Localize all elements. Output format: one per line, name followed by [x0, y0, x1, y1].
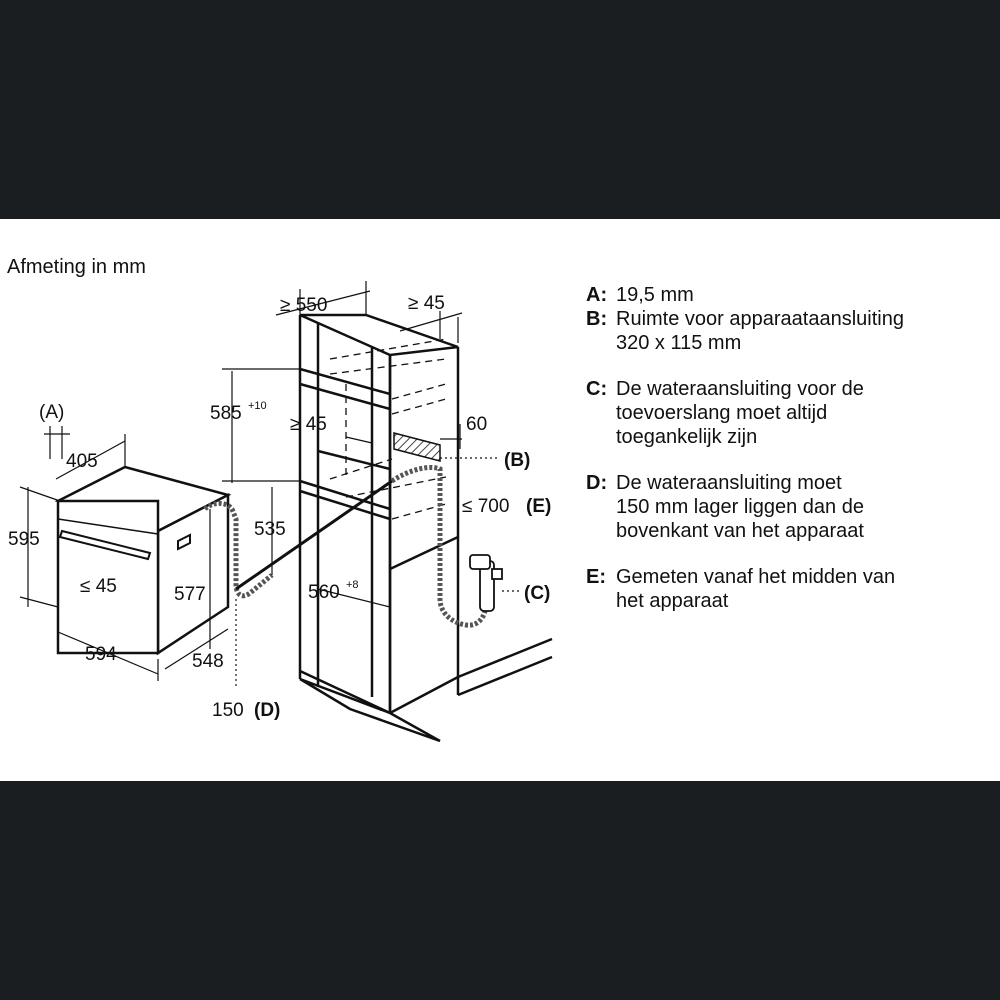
dim-45-mid: ≥ 45 [290, 414, 327, 435]
dim-594: 594 [85, 644, 117, 665]
connection-space-b [393, 432, 441, 462]
leader-lines [440, 457, 520, 592]
legend-key: A: [586, 284, 608, 306]
dim-45-top: ≥ 45 [408, 293, 445, 314]
legend-text: Gemeten vanaf het midden van het apparaa… [616, 566, 896, 612]
appliance-handle [58, 529, 191, 561]
bottom-dark-band [0, 781, 1000, 1000]
legend-item-c: C: De wateraansluiting voor de toevoersl… [586, 377, 986, 449]
water-hose-cabinet [390, 465, 489, 628]
legend-item-d: D: De wateraansluiting moet 150 mm lager… [586, 471, 986, 543]
cabinet-dimension-lines [222, 281, 463, 608]
diagram-title: Afmeting in mm [7, 256, 146, 278]
dim-700: ≤ 700 [462, 496, 509, 517]
dim-585: 585 [210, 403, 242, 424]
installation-drawing: (A) 405 595 ≤ 45 594 577 548 535 150 (D)… [8, 281, 553, 743]
dim-550: ≥ 550 [280, 295, 327, 316]
label-e: (E) [526, 496, 551, 517]
dim-405: 405 [66, 451, 98, 472]
legend-key: D: [586, 472, 608, 494]
water-tap-c [469, 554, 503, 612]
dim-535: 535 [254, 519, 286, 540]
legend-text: Ruimte voor apparaataansluiting 320 x 11… [616, 308, 904, 354]
label-d: (D) [254, 700, 280, 721]
dim-548: 548 [192, 651, 224, 672]
dim-577: 577 [174, 584, 206, 605]
installation-diagram-panel: Afmeting in mm [0, 219, 1000, 781]
dim-560: 560 [308, 582, 340, 603]
connection-rod [235, 479, 393, 591]
legend-text: De wateraansluiting voor de toevoerslang… [616, 378, 864, 448]
legend-item-a: A: 19,5 mm [586, 283, 986, 307]
legend-key: E: [586, 566, 606, 588]
appliance-body [54, 465, 232, 656]
legend-key: B: [586, 308, 608, 330]
dim-150: 150 [212, 700, 244, 721]
dim-560-tolerance: +8 [346, 579, 359, 591]
installation-cabinet [298, 313, 553, 743]
dim-45-door: ≤ 45 [80, 576, 117, 597]
legend-item-e: E: Gemeten vanaf het midden van het appa… [586, 565, 986, 613]
dim-585-tolerance: +10 [248, 400, 267, 412]
label-c: (C) [524, 583, 550, 604]
top-dark-band [0, 0, 1000, 219]
dim-595: 595 [8, 529, 40, 550]
legend-key: C: [586, 378, 608, 400]
water-hose-appliance [203, 500, 274, 599]
appliance-dimension-lines [19, 426, 273, 689]
label-b: (B) [504, 450, 530, 471]
legend-item-b: B: Ruimte voor apparaataansluiting 320 x… [586, 307, 986, 355]
cabinet-hidden-lines [329, 338, 447, 520]
legend: A: 19,5 mm B: Ruimte voor apparaataanslu… [586, 283, 986, 635]
label-a: (A) [39, 402, 64, 423]
dim-60: 60 [466, 414, 487, 435]
legend-text: 19,5 mm [616, 284, 694, 306]
legend-text: De wateraansluiting moet 150 mm lager li… [616, 472, 864, 542]
